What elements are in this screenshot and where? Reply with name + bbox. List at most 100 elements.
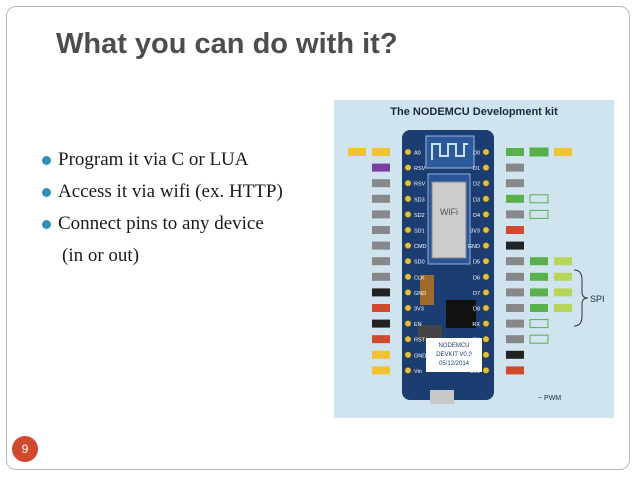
left-pin-tag (372, 319, 390, 328)
spi-label: SPI (590, 294, 605, 304)
left-pin-tag (372, 366, 390, 375)
pin-hole (404, 195, 412, 203)
bullet-item: Connect pins to any device (42, 208, 283, 240)
pin-hole (482, 242, 490, 250)
right-pin-name: D0 (473, 151, 480, 157)
left-pin-name: GND (414, 291, 426, 297)
left-pin-tag (372, 210, 390, 219)
bullet-icon (42, 220, 51, 229)
right-pin-name: TX (473, 338, 480, 344)
left-pin-tag (372, 148, 390, 156)
left-pin-name: SD0 (414, 260, 425, 266)
right-pin-name: D8 (473, 307, 480, 313)
bullet-icon (42, 188, 51, 197)
right-pin-function-tag (529, 209, 549, 219)
left-pin-tag (372, 257, 390, 266)
pin-hole (404, 273, 412, 281)
left-pin-tag (372, 350, 390, 359)
right-pin-function-tag (529, 334, 549, 344)
nodemcu-board-illustration: WiFi NODEMCU DEVKIT V0.9 05/12/2014 A0 D0… (348, 130, 605, 404)
left-pin-name: RSV (414, 182, 426, 188)
left-pin-tag (372, 241, 390, 250)
pin-hole (482, 148, 490, 156)
right-pin-tag (506, 319, 524, 328)
bullet-item: Access it via wifi (ex. HTTP) (42, 176, 283, 208)
right-pin-tags (506, 147, 572, 375)
left-pin-name: SD3 (414, 197, 425, 203)
left-pin-name: EN (414, 322, 422, 328)
pin-hole (404, 288, 412, 296)
right-pin-tag (506, 288, 524, 297)
devkit-label: DEVKIT V0.9 (436, 352, 472, 358)
pin-hole (482, 195, 490, 203)
left-pin-tags (348, 148, 390, 375)
pin-hole (404, 335, 412, 343)
pin-hole (404, 164, 412, 172)
pin-hole (404, 179, 412, 187)
svg-text:WiFi: WiFi (440, 207, 458, 217)
right-pin-name: D1 (473, 166, 480, 172)
left-pin-tag (372, 163, 390, 172)
board-date-label: 05/12/2014 (439, 361, 470, 367)
right-pin-name: D7 (473, 291, 480, 297)
right-pin-function-tag (529, 319, 549, 329)
left-pin-name: SD1 (414, 229, 425, 235)
right-pin-tag (506, 163, 524, 172)
right-pin-function-tag (529, 147, 549, 157)
right-pin-tag (506, 272, 524, 281)
bullet-icon (42, 156, 51, 165)
diagram-title: The NODEMCU Development kit (390, 106, 558, 118)
right-pin-function-tag (530, 304, 548, 312)
right-pin-extra-tag (554, 257, 572, 266)
pin-hole (404, 257, 412, 265)
right-pin-tag (506, 304, 524, 312)
right-pin-tag (506, 257, 524, 266)
right-pin-tag (506, 148, 524, 156)
left-pin-tag (372, 304, 390, 312)
right-pin-tag (506, 241, 524, 250)
pin-hole (404, 366, 412, 374)
pin-hole (404, 242, 412, 250)
right-pin-tag (506, 210, 524, 219)
pin-hole (482, 226, 490, 234)
pin-hole (482, 179, 490, 187)
left-pin-name: A0 (414, 151, 421, 157)
left-pin-tag (372, 335, 390, 344)
left-pin-tag (372, 272, 390, 281)
right-pin-name: D4 (473, 213, 480, 219)
page-number-badge: 9 (12, 436, 38, 462)
pin-hole (404, 304, 412, 312)
right-pin-name: D3 (473, 197, 480, 203)
bullet-continuation: (in or out) (62, 245, 140, 266)
pin-hole (482, 273, 490, 281)
right-pin-name: 3V3 (470, 369, 480, 375)
pin-hole (404, 210, 412, 218)
pin-hole (404, 351, 412, 359)
left-pin-name: 3V3 (414, 307, 424, 313)
left-pin-tag (348, 148, 366, 156)
pin-hole (482, 335, 490, 343)
right-pin-name: D6 (473, 275, 480, 281)
bullet-list: Program it via C or LUA Access it via wi… (42, 144, 283, 240)
pin-hole (482, 351, 490, 359)
right-pin-name: RX (472, 322, 480, 328)
left-pin-tag (372, 226, 390, 234)
pin-hole (404, 226, 412, 234)
right-pin-extra-tag (554, 272, 572, 281)
right-pin-function-tag (530, 257, 548, 266)
right-pin-tag (506, 194, 524, 203)
right-pin-name: GND (468, 353, 480, 359)
slide-title: What you can do with it? (56, 28, 398, 60)
pin-hole (482, 366, 490, 374)
right-pin-tag (506, 179, 524, 188)
right-pin-name: D2 (473, 182, 480, 188)
left-pin-tag (372, 288, 390, 297)
right-pin-tag (506, 335, 524, 344)
right-pin-tag (506, 350, 524, 359)
nodemcu-diagram: The NODEMCU Development kit WiFi NODEMCU… (334, 100, 614, 418)
right-pin-tag (506, 366, 524, 375)
board-name-label: NODEMCU (439, 343, 470, 349)
left-pin-name: CMD (414, 244, 427, 250)
left-pin-name: RSV (414, 166, 426, 172)
